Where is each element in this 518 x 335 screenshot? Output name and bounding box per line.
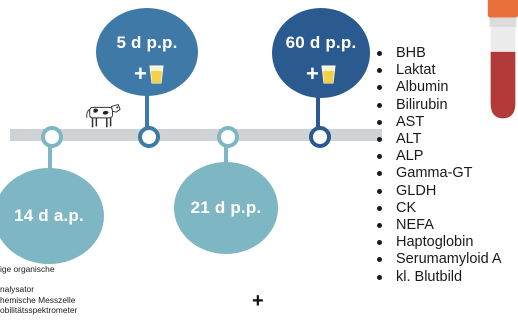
timepoint-label: 5 d p.p. — [116, 33, 178, 52]
plus-icon: + — [306, 61, 320, 86]
note-line: nalysator — [0, 284, 34, 295]
note-line: ige organische — [0, 264, 55, 274]
cow-icon — [86, 103, 121, 128]
urine-cup-icon — [149, 65, 164, 84]
urine-cup-icon — [321, 65, 336, 84]
list-item: ALP — [374, 148, 502, 165]
timepoint-label: 14 d a.p. — [14, 206, 84, 225]
timeline-bar — [10, 129, 382, 141]
note-line: hemische Messzelle — [0, 294, 76, 305]
timeline-node-14-d-ap — [41, 126, 63, 148]
side-notes: ige organische nalysator hemische Messze… — [0, 264, 150, 315]
note-line — [0, 274, 150, 284]
list-item: ALT — [374, 131, 502, 148]
timeline-node-21-d-pp — [217, 126, 239, 148]
timepoint-bubble-21-d-pp: 21 d p.p. — [174, 162, 278, 254]
list-item: Albumin — [374, 79, 502, 96]
stem-21-d-pp — [224, 141, 228, 179]
list-item: NEFA — [374, 217, 502, 234]
list-item: AST — [374, 114, 502, 131]
timeline-node-5-d-pp — [138, 126, 160, 148]
sample-icon-group: + — [306, 63, 336, 85]
list-item: Haptoglobin — [374, 234, 502, 251]
timeline-node-60-d-pp — [309, 126, 331, 148]
list-item: Gamma-GT — [374, 165, 502, 182]
plus-icon: + — [252, 290, 264, 312]
timepoint-bubble-60-d-pp: 60 d p.p. + — [272, 8, 370, 98]
list-item: Bilirubin — [374, 97, 502, 114]
stem-5-d-pp — [145, 88, 149, 128]
list-item: kl. Blutbild — [374, 269, 502, 286]
timepoint-bubble-5-d-pp: 5 d p.p. + — [96, 8, 198, 96]
stem-60-d-pp — [316, 95, 320, 128]
list-item: Serumamyloid A — [374, 251, 502, 268]
parameter-list: BHB Laktat Albumin Bilirubin AST ALT ALP… — [374, 45, 502, 286]
sample-icon-group: + — [134, 63, 164, 85]
timepoint-label: 21 d p.p. — [190, 198, 262, 217]
note-line: obilitätsspektrometer — [0, 304, 78, 315]
plus-icon: + — [134, 61, 148, 86]
list-item: BHB — [374, 45, 502, 62]
blood-tube-icon — [487, 0, 518, 119]
list-item: GLDH — [374, 183, 502, 200]
list-item: CK — [374, 200, 502, 217]
stem-14-d-ap — [48, 141, 52, 189]
timepoint-bubble-14-d-ap: 14 d a.p. — [0, 168, 104, 264]
list-item: Laktat — [374, 62, 502, 79]
timepoint-label: 60 d p.p. — [285, 33, 357, 52]
